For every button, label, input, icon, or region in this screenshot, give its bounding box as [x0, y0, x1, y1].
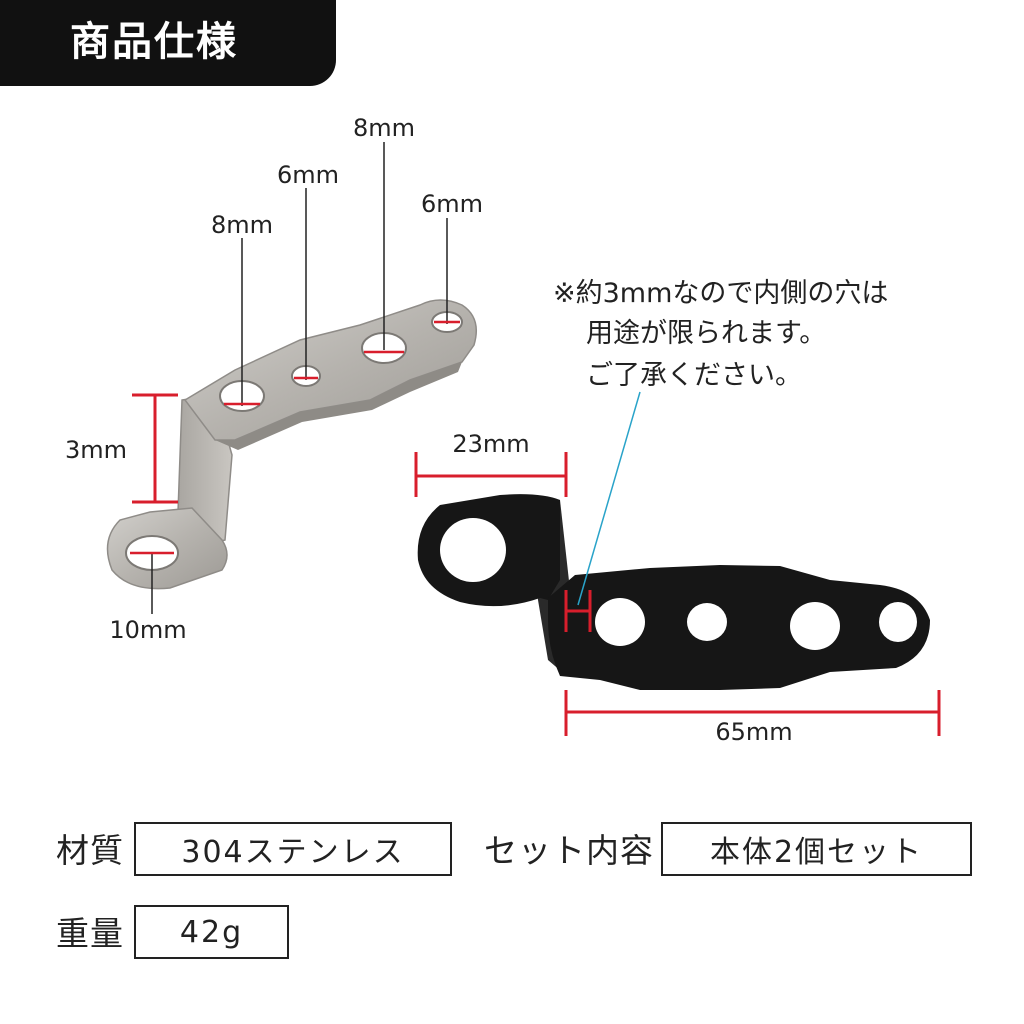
note-pointer-line	[577, 391, 641, 606]
silver-hole-pointers	[151, 142, 448, 614]
label-width-23mm: 23mm	[452, 430, 529, 458]
height-dimension	[132, 393, 178, 504]
black-hole-6mm-2	[879, 602, 917, 642]
weight-value: 42g	[134, 905, 289, 959]
label-hole-10mm: 10mm	[109, 616, 186, 644]
bend-gap-marker	[564, 590, 592, 632]
note-line-3: ご了承ください。	[586, 360, 802, 391]
weight-label: 重量	[56, 914, 124, 953]
label-length-65mm: 65mm	[715, 718, 792, 746]
black-hole-10mm	[440, 518, 506, 582]
label-hole-8mm-1: 8mm	[211, 211, 273, 239]
black-hole-8mm-1	[595, 598, 645, 646]
label-hole-8mm-2: 8mm	[353, 114, 415, 142]
black-bracket	[417, 494, 930, 690]
label-hole-6mm-2: 6mm	[421, 190, 483, 218]
label-hole-6mm-1: 6mm	[277, 161, 339, 189]
length-dimension-65mm	[564, 690, 941, 736]
note-line-2: 用途が限られます。	[586, 318, 826, 349]
material-value: 304ステンレス	[134, 822, 452, 876]
header-tab	[0, 0, 336, 86]
black-hole-6mm-1	[687, 603, 727, 641]
note-line-1: ※約3mmなので内側の穴は	[553, 278, 888, 309]
set-contents-label: セット内容	[484, 831, 654, 870]
label-height-3mm: 3mm	[65, 436, 127, 464]
width-dimension-23mm	[414, 452, 568, 497]
set-contents-value: 本体2個セット	[661, 822, 972, 876]
product-diagram: 8mm 6mm 8mm 6mm 3mm 10mm 23mm 65m	[65, 114, 941, 746]
page-title: 商品仕様	[70, 19, 238, 65]
silver-hole-red-marks	[130, 320, 460, 555]
material-label: 材質	[56, 831, 124, 870]
black-hole-8mm-2	[790, 602, 840, 650]
